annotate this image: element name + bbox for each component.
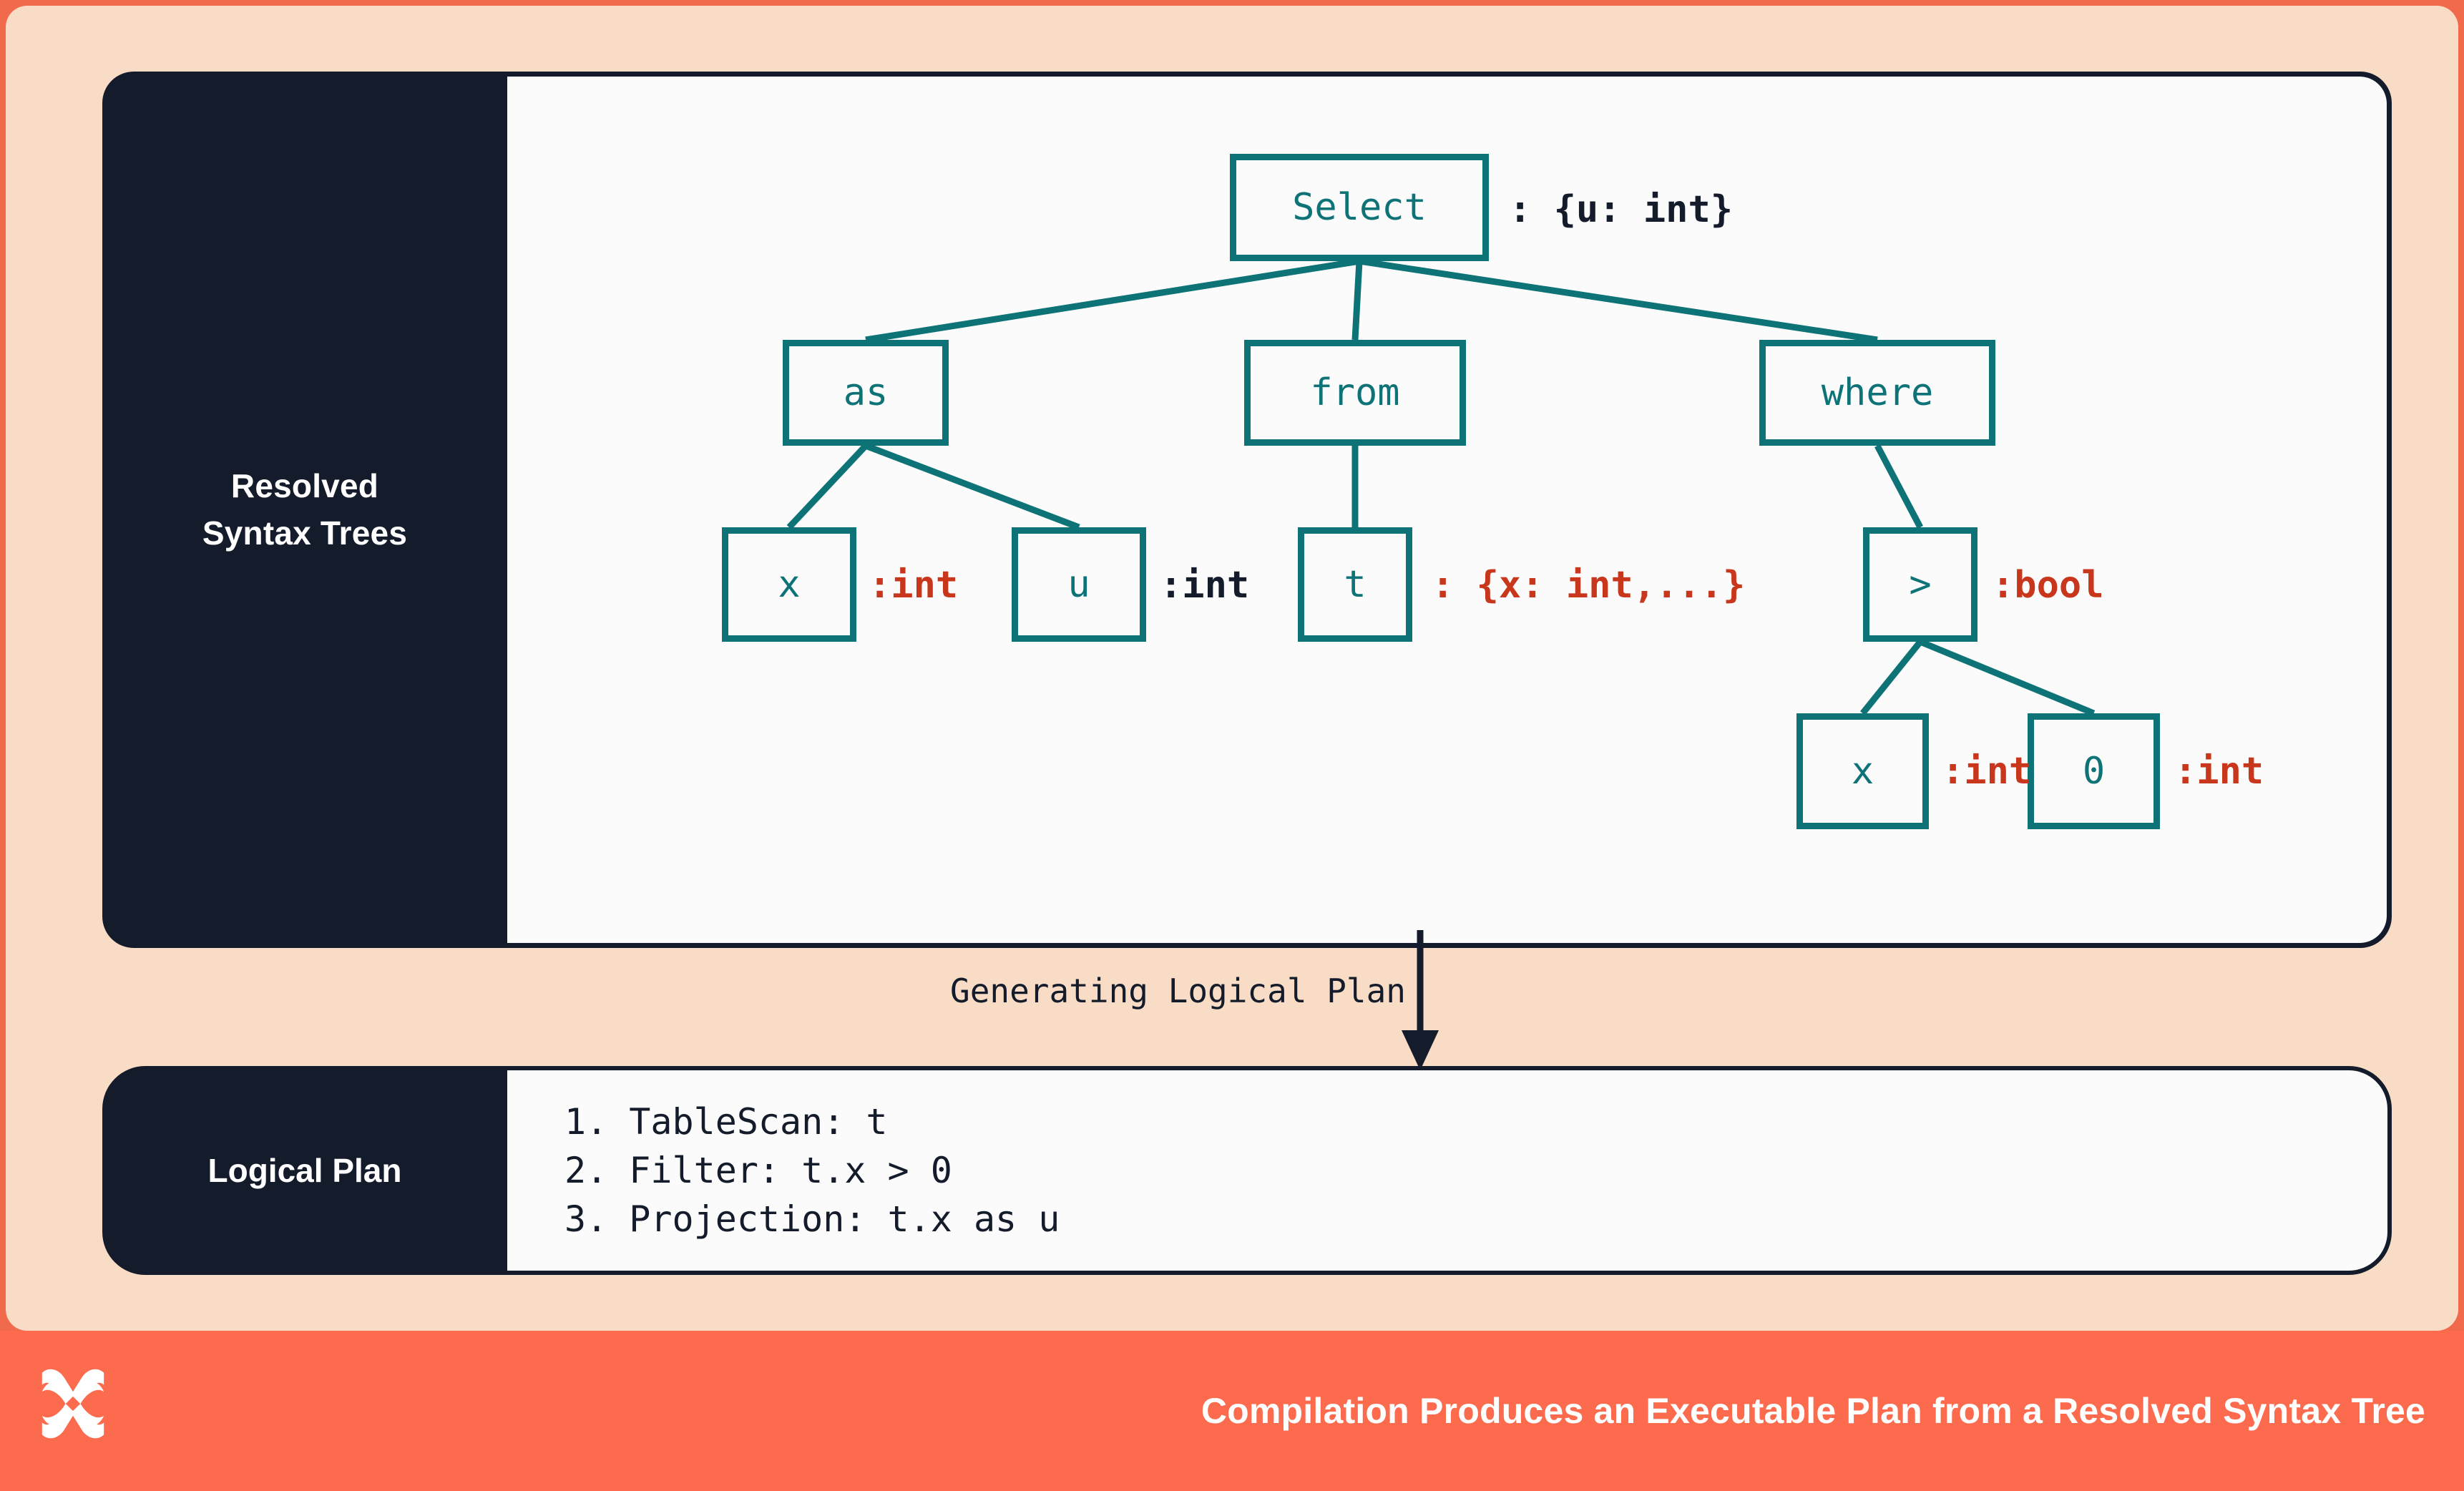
tree-node-from: from <box>1244 340 1466 446</box>
footer-banner: Compilation Produces an Executable Plan … <box>0 1331 2464 1491</box>
type-annotation-ann-0: :int <box>2174 750 2264 793</box>
tree-node-leaf-u: u <box>1012 527 1146 642</box>
logical-plan-panel: Logical Plan 1. TableScan: t 2. Filter: t… <box>102 1066 2392 1275</box>
plan-step-1: 1. TableScan: t <box>564 1101 888 1143</box>
tree-edge-leaf-gt-to-leaf-0 <box>1919 638 2096 717</box>
plan-step-2: 2. Filter: t.x > 0 <box>564 1150 952 1191</box>
tree-edge-select-to-as <box>865 258 1360 343</box>
tree-node-leaf-0: 0 <box>2028 713 2160 829</box>
tree-node-select: Select <box>1230 154 1489 261</box>
tree-node-leaf-gt: > <box>1863 527 1977 642</box>
x-butterfly-logo-icon <box>41 1369 104 1439</box>
tree-edge-leaf-gt-to-leaf-x2 <box>1859 640 1923 715</box>
tree-edges <box>786 258 2096 717</box>
panel-label-line2: Syntax Trees <box>202 514 408 552</box>
type-annotation-ann-select: : {u: int} <box>1509 188 1734 231</box>
footer-caption: Compilation Produces an Executable Plan … <box>1201 1391 2425 1431</box>
type-annotation-ann-t: : {x: int,...} <box>1432 564 1746 607</box>
tree-node-where: where <box>1759 340 1995 446</box>
tree-edge-select-to-from <box>1351 260 1363 341</box>
logical-plan-steps: 1. TableScan: t 2. Filter: t.x > 0 3. Proj… <box>507 1070 2387 1271</box>
logical-plan-label: Logical Plan <box>207 1152 402 1189</box>
tree-node-leaf-t: t <box>1298 527 1412 642</box>
type-annotation-ann-gt: :bool <box>1992 564 2104 607</box>
tree-node-leaf-x1: x <box>722 527 856 642</box>
tree-edge-where-to-leaf-gt <box>1874 444 1923 529</box>
resolved-syntax-trees-label: Resolved Syntax Trees <box>102 72 507 948</box>
flow-label: Generating Logical Plan <box>950 972 1406 1010</box>
type-annotation-ann-u: :int <box>1160 564 1250 607</box>
tree-node-leaf-x2: x <box>1796 713 1929 829</box>
tree-edge-as-to-leaf-u <box>864 442 1080 531</box>
type-annotation-ann-x1: :int <box>869 564 959 607</box>
resolved-syntax-trees-panel: Resolved Syntax Trees Select as from where x… <box>102 72 2392 948</box>
tree-edge-as-to-leaf-x1 <box>786 443 869 530</box>
tree-edge-select-to-where <box>1359 258 1878 343</box>
down-arrow-icon <box>1402 930 1439 1070</box>
plan-step-3: 3. Projection: t.x as u <box>564 1198 1060 1240</box>
panel-label-line1: Resolved <box>230 467 379 505</box>
tree-node-as: as <box>783 340 949 446</box>
type-annotation-ann-x2: :int <box>1942 750 2032 793</box>
